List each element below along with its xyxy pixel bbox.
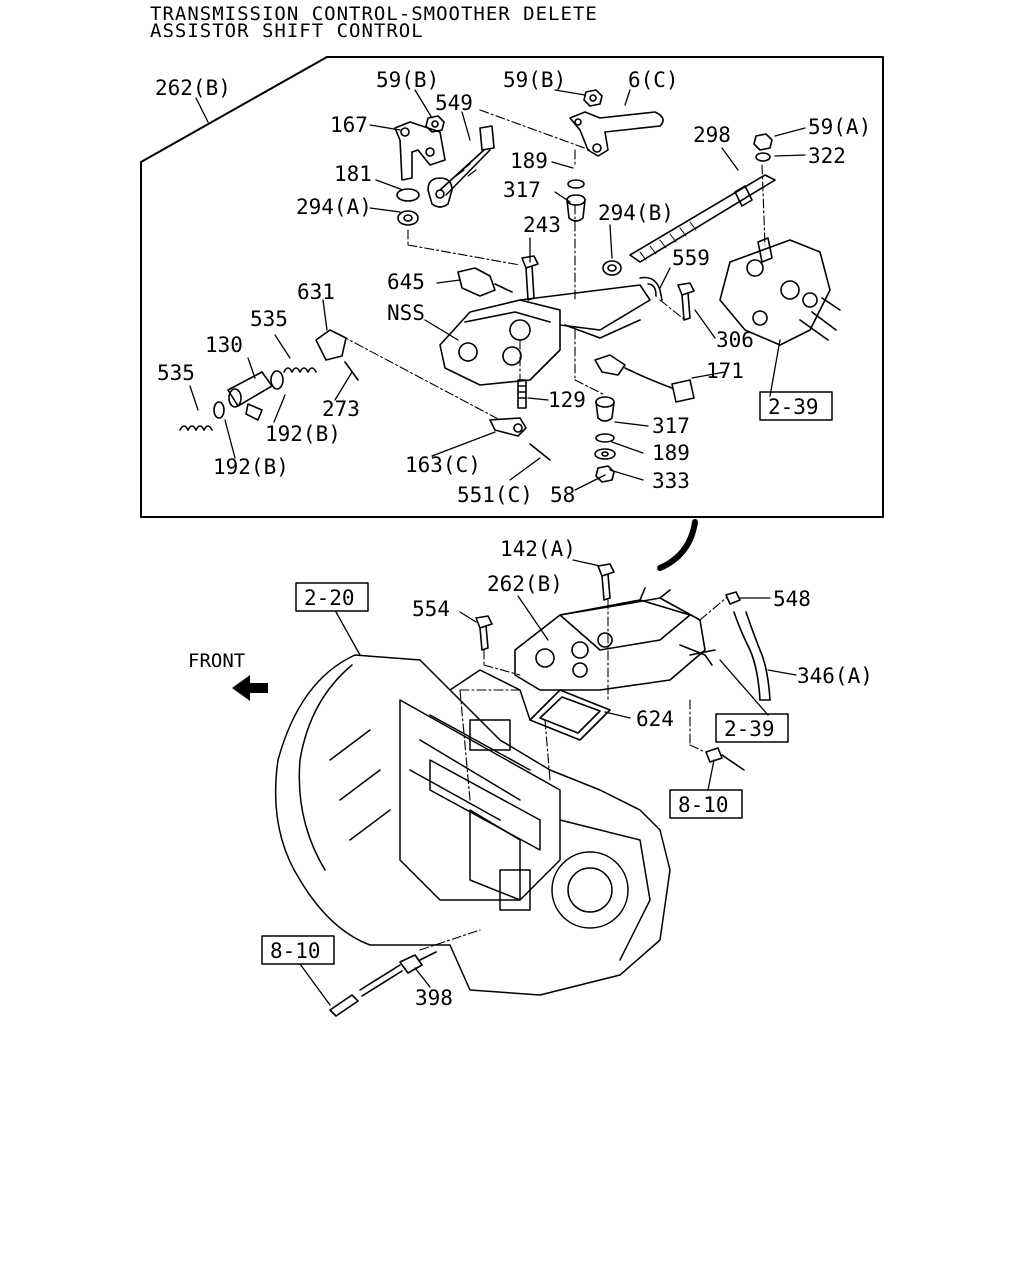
- callout-192b-a: 192(B): [265, 422, 341, 446]
- callout-171: 171: [706, 359, 744, 383]
- callout-645: 645: [387, 270, 425, 294]
- callout-549: 549: [435, 91, 473, 115]
- callout-298: 298: [693, 123, 731, 147]
- callout-189-bottom: 189: [652, 441, 690, 465]
- washer-322: [755, 152, 771, 162]
- ref-box-8-10-right[interactable]: [669, 789, 743, 819]
- bushing-294b: [602, 260, 622, 276]
- callout-189-top: 189: [510, 149, 548, 173]
- hose-346a: [725, 591, 771, 701]
- lever-6c: [569, 111, 664, 157]
- ref-label-2-39-top[interactable]: 2-39: [768, 395, 819, 419]
- callout-6c: 6(C): [628, 68, 679, 92]
- callout-535-a: 535: [250, 307, 288, 331]
- bolt-306: [677, 282, 695, 321]
- callout-181: 181: [334, 162, 372, 186]
- lower-stack: [594, 396, 616, 483]
- callout-346a: 346(A): [797, 664, 873, 688]
- bush-317-top: [566, 194, 586, 222]
- callout-129: 129: [548, 388, 586, 412]
- gasket-624: [529, 689, 611, 741]
- sensor-398: [329, 951, 437, 1017]
- callout-59b-right: 59(B): [503, 68, 566, 92]
- callout-554: 554: [412, 597, 450, 621]
- valve-assembly: [719, 237, 841, 346]
- rod-549: [427, 125, 495, 208]
- callout-167: 167: [330, 113, 368, 137]
- callout-142a: 142(A): [500, 537, 576, 561]
- ref-label-2-20[interactable]: 2-20: [304, 586, 355, 610]
- bolt-142a: [597, 563, 615, 601]
- callout-548: 548: [773, 587, 811, 611]
- zoom-arrow: [657, 519, 698, 571]
- ref-label-8-10-right[interactable]: 8-10: [678, 793, 729, 817]
- callout-273: 273: [322, 397, 360, 421]
- callout-59a: 59(A): [808, 115, 871, 139]
- sensor-171: [594, 354, 695, 403]
- ref-box-2-39-bottom[interactable]: [715, 713, 789, 743]
- ref-label-2-39-bottom[interactable]: 2-39: [724, 717, 775, 741]
- nut-59b-left: [425, 115, 445, 133]
- callout-243: 243: [523, 213, 561, 237]
- callout-294b: 294(B): [598, 201, 674, 225]
- washer-181: [396, 188, 420, 202]
- callout-130: 130: [205, 333, 243, 357]
- callout-322: 322: [808, 144, 846, 168]
- housing-nss: [439, 284, 651, 386]
- callout-535-b: 535: [157, 361, 195, 385]
- front-arrow-icon: [232, 675, 268, 701]
- pipe-559: [639, 276, 663, 301]
- pin-129: [517, 379, 527, 409]
- nut-59a: [753, 133, 773, 151]
- callout-624: 624: [636, 707, 674, 731]
- ref-box-2-20[interactable]: [295, 582, 369, 612]
- callout-317-top: 317: [503, 178, 541, 202]
- callout-59b-left: 59(B): [376, 68, 439, 92]
- callout-58: 58: [550, 483, 575, 507]
- bracket-167: [394, 121, 446, 181]
- callout-262b-top: 262(B): [155, 76, 231, 100]
- ref-label-8-10-left[interactable]: 8-10: [270, 939, 321, 963]
- callout-192b-b: 192(B): [213, 455, 289, 479]
- callout-306: 306: [716, 328, 754, 352]
- callout-262b-bottom: 262(B): [487, 572, 563, 596]
- leader-lines-inset: [189, 89, 806, 491]
- callout-333: 333: [652, 469, 690, 493]
- switch-645: [457, 267, 513, 297]
- bolt-8-10-right: [705, 747, 745, 771]
- transmission-case: [274, 654, 671, 996]
- callout-398: 398: [415, 986, 453, 1010]
- detent-parts-left: [179, 329, 359, 431]
- callout-294a: 294(A): [296, 195, 372, 219]
- inset-frame: [140, 56, 884, 518]
- ref-box-8-10-left[interactable]: [261, 935, 335, 965]
- front-label: FRONT: [188, 650, 245, 672]
- callout-nss: NSS: [387, 301, 425, 325]
- leader-lines-lower: [299, 559, 797, 1006]
- callout-163c: 163(C): [405, 453, 481, 477]
- callout-317-bottom: 317: [652, 414, 690, 438]
- bushing-294a: [397, 210, 419, 226]
- callout-551c: 551(C): [457, 483, 533, 507]
- bolt-554: [475, 615, 493, 651]
- callout-559: 559: [672, 246, 710, 270]
- alignment-lines-lower: [419, 597, 727, 951]
- nut-59b-right: [583, 89, 603, 107]
- shaft-298: [629, 174, 776, 263]
- ref-box-2-39-top[interactable]: [759, 391, 833, 421]
- callout-631: 631: [297, 280, 335, 304]
- oring-189-top: [567, 179, 585, 189]
- assembly-262b-lower: [514, 587, 716, 691]
- lever-163c: [489, 417, 551, 461]
- diagram-title-line-2: ASSISTOR SHIFT CONTROL: [150, 20, 424, 42]
- diagram-title-line-1: TRANSMISSION CONTROL-SMOOTHER DELETE: [150, 3, 598, 25]
